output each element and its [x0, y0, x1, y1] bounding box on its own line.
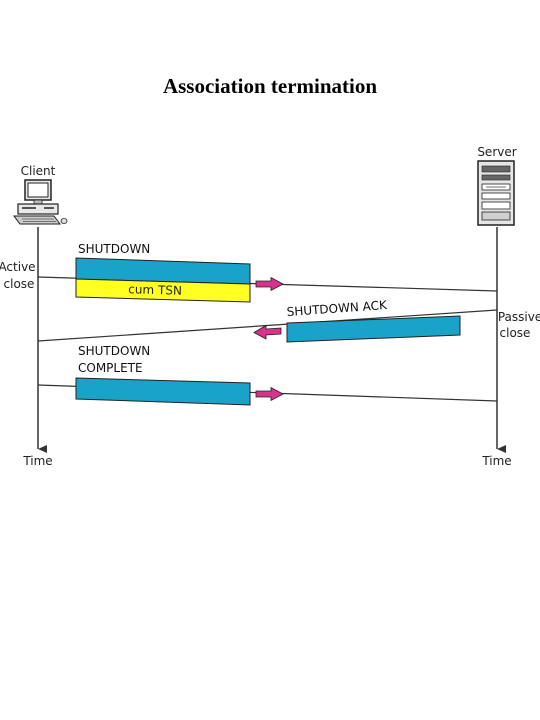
client-label: Client [21, 164, 56, 178]
shutdown-ack-chunk [286, 315, 461, 343]
active-close-label-line2: close [4, 277, 35, 291]
shutdown-chunk-label: SHUTDOWN [78, 242, 150, 256]
shutdown-ack-message-line [37, 309, 498, 342]
server-tower-icon [477, 160, 515, 226]
server-time-label: Time [481, 454, 511, 468]
page-title: Association termination [162, 74, 378, 98]
shutdown-complete-direction-arrow-icon [255, 386, 284, 402]
passive-close-label-line2: close [500, 326, 531, 340]
shutdown-complete-chunk-label-line1: SHUTDOWN [78, 344, 150, 358]
desktop-computer-icon [13, 179, 68, 225]
client-time-label: Time [22, 454, 52, 468]
shutdown-complete-chunk [75, 377, 251, 406]
shutdown-ack-chunk-label: SHUTDOWN ACK [286, 298, 388, 319]
shutdown-direction-arrow-icon [255, 276, 284, 292]
shutdown-ack-direction-arrow-icon [253, 324, 282, 340]
active-close-label-line1: Active [0, 260, 36, 274]
cum-tsn-field [75, 278, 251, 303]
cum-tsn-field-label: cum TSN [128, 282, 182, 297]
shutdown-complete-chunk-label-line2: COMPLETE [78, 361, 143, 375]
passive-close-label-line1: Passive [498, 310, 540, 324]
server-label: Server [477, 145, 516, 159]
